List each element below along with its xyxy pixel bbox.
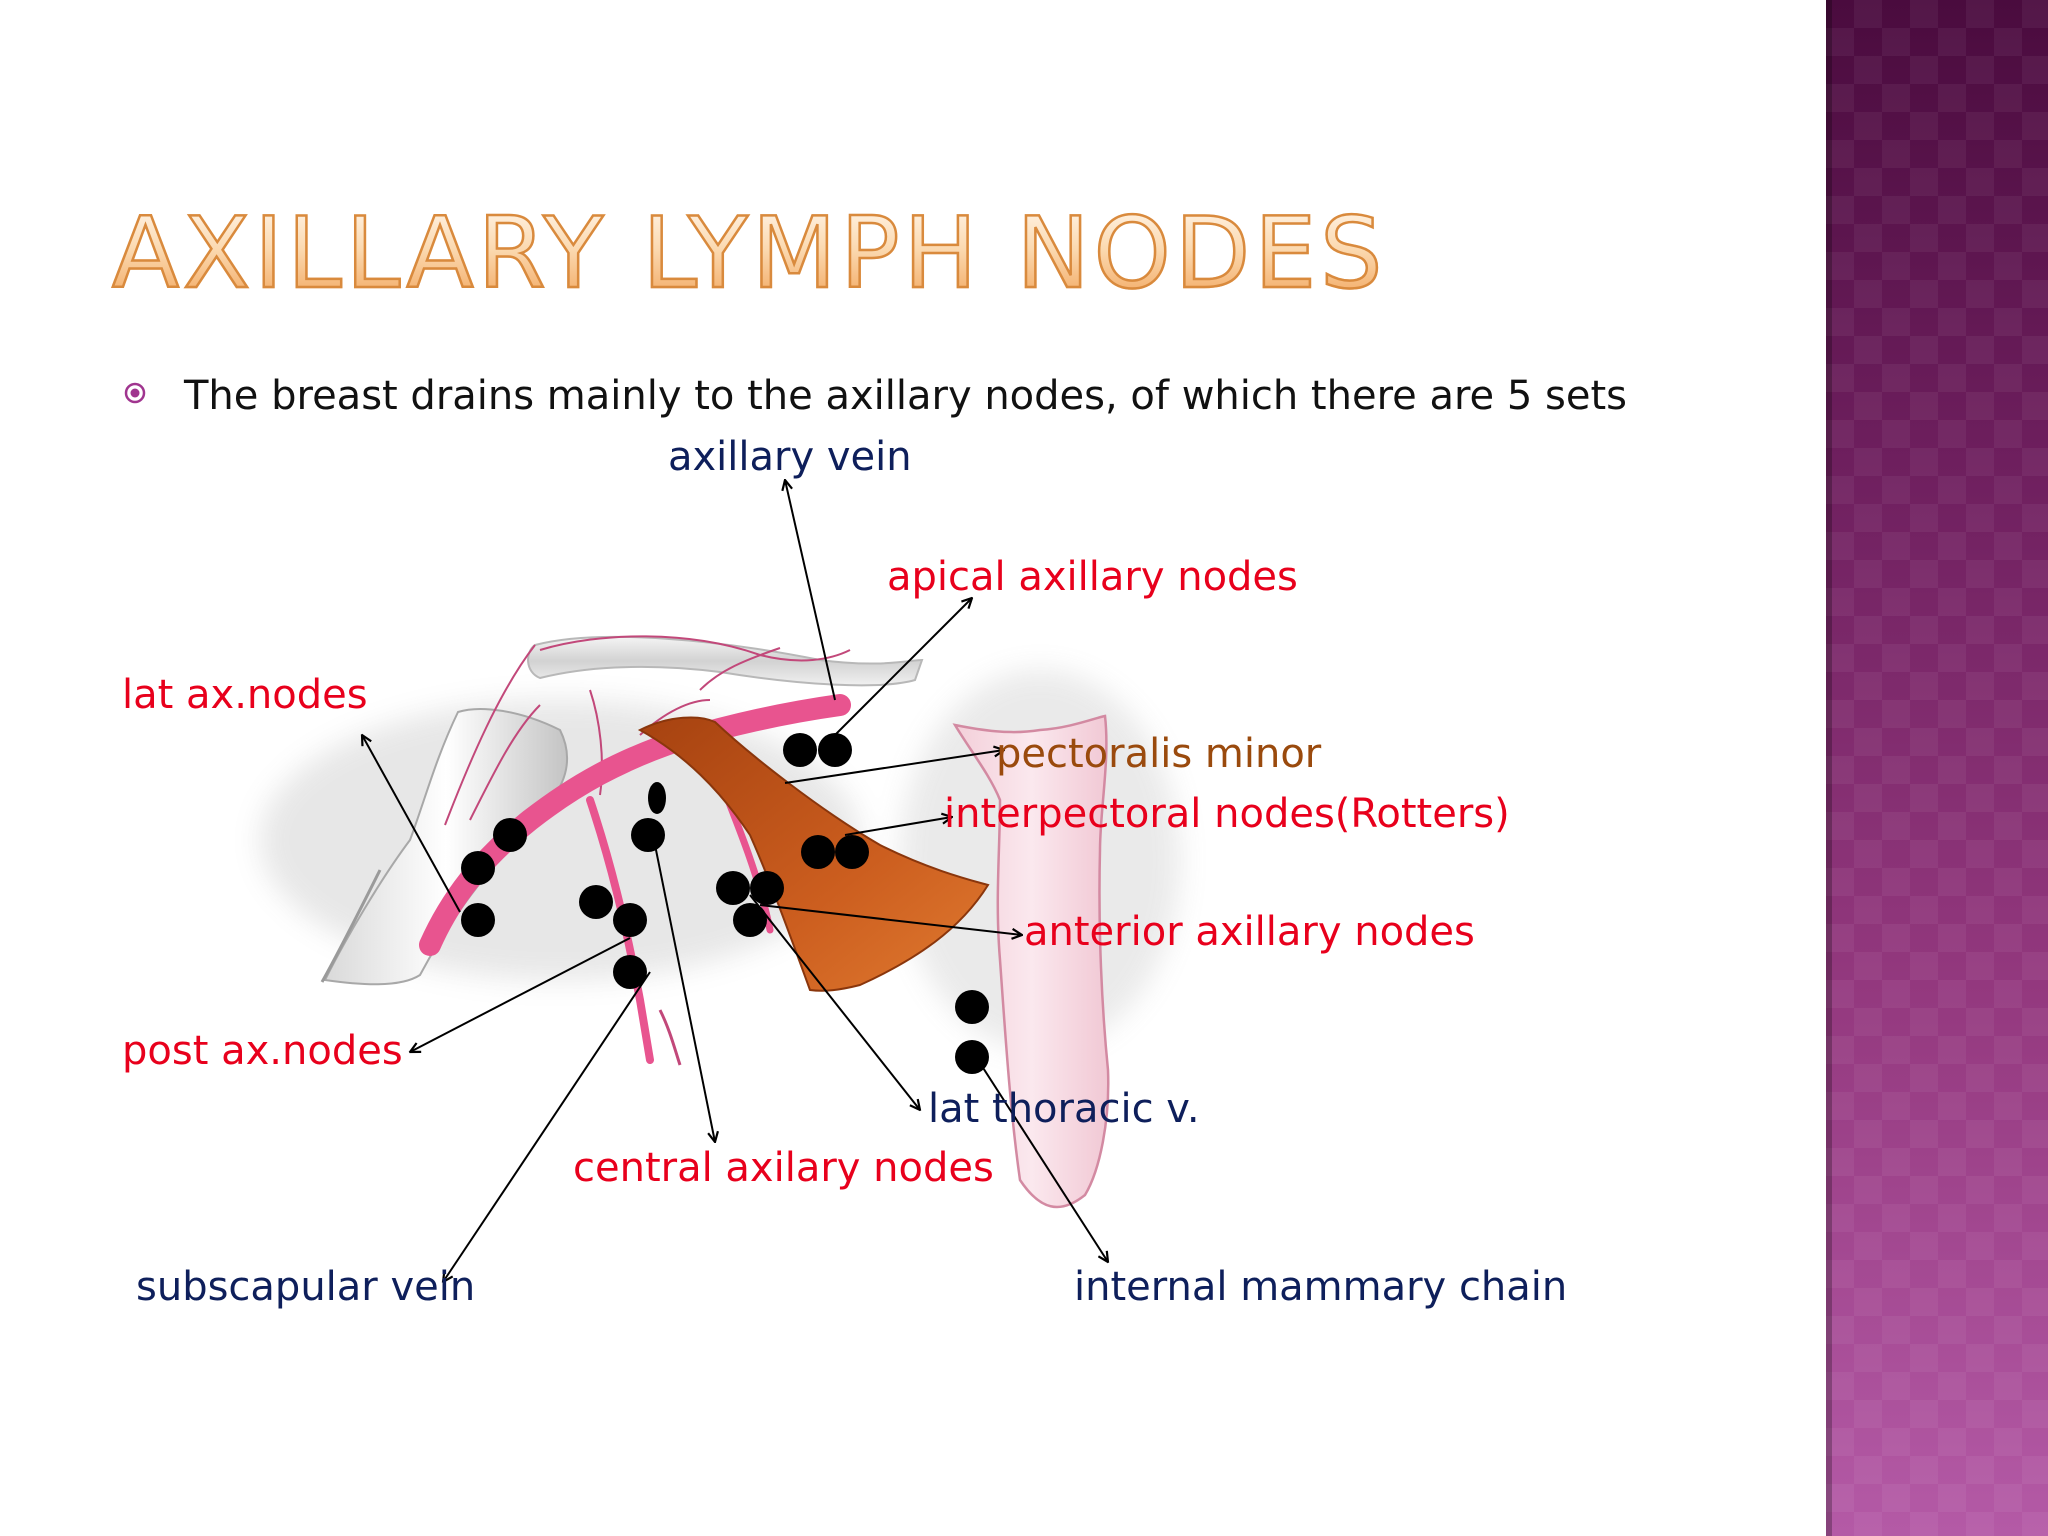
sternum-bone (952, 714, 1110, 1209)
arrow-internal-mammary (977, 1059, 1108, 1262)
interpectoral-node (801, 835, 835, 869)
label-post-nodes: post ax.nodes (122, 1028, 403, 1074)
lymph-nodes (461, 733, 989, 1074)
lateral-node (493, 818, 527, 852)
posterior-node (579, 885, 613, 919)
internal-mammary-node (955, 990, 989, 1024)
label-axillary-vein: axillary vein (668, 434, 912, 480)
arrow-pectoralis-minor (784, 750, 1004, 784)
minor-vein-branch (658, 1009, 682, 1066)
diagram-labels: axillary vein apical axillary nodes lat … (122, 434, 1567, 1310)
arrow-subscapular-vein (443, 971, 651, 1282)
label-central-nodes: central axilary nodes (573, 1145, 994, 1191)
arrow-axillary-vein (785, 480, 836, 701)
humerus-bone (323, 708, 569, 986)
bullet-text: The breast drains mainly to the axillary… (184, 373, 1628, 419)
sidebar-diamond-pattern (1826, 0, 2048, 1536)
posterior-node (613, 903, 647, 937)
anterior-node (750, 871, 784, 905)
label-anterior-nodes: anterior axillary nodes (1024, 909, 1475, 955)
humerus-shaft-edge (320, 869, 382, 983)
label-apical-nodes: apical axillary nodes (887, 554, 1298, 600)
apical-node (818, 733, 852, 767)
central-node (648, 782, 666, 814)
label-lat-thoracic: lat thoracic v. (928, 1086, 1200, 1132)
lateral-node (461, 903, 495, 937)
sidebar-edge (1826, 0, 1832, 1536)
arrow-interpectoral-nodes (844, 817, 952, 836)
anterior-node (733, 903, 767, 937)
thoracoacromial-vessels (539, 635, 851, 811)
posterior-node (613, 955, 647, 989)
apical-node (783, 733, 817, 767)
arrow-post-nodes (410, 937, 631, 1052)
anterior-node (716, 871, 750, 905)
label-pectoralis-minor: pectoralis minor (996, 731, 1322, 777)
arrow-anterior-nodes (759, 904, 1022, 935)
arrow-central-nodes (654, 844, 715, 1142)
leader-arrows (362, 480, 1108, 1282)
slide-title: Axillary lymph nodes (111, 197, 1387, 311)
axillary-anatomy-diagram: axillary vein apical axillary nodes lat … (122, 434, 1567, 1310)
label-subscapular-vein: subscapular vein (136, 1264, 475, 1310)
arrow-lat-nodes (362, 735, 461, 913)
interpectoral-node (835, 835, 869, 869)
label-internal-mammary: internal mammary chain (1074, 1264, 1567, 1310)
arrow-lat-thoracic (749, 894, 920, 1110)
lateral-node (461, 851, 495, 885)
arrow-apical-nodes (824, 598, 972, 746)
bullet-ring-icon (124, 382, 146, 404)
label-lat-nodes: lat ax.nodes (122, 672, 368, 718)
central-node (631, 818, 665, 852)
label-interpectoral-nodes: interpectoral nodes(Rotters) (944, 791, 1510, 837)
decorative-sidebar (1826, 0, 2048, 1536)
